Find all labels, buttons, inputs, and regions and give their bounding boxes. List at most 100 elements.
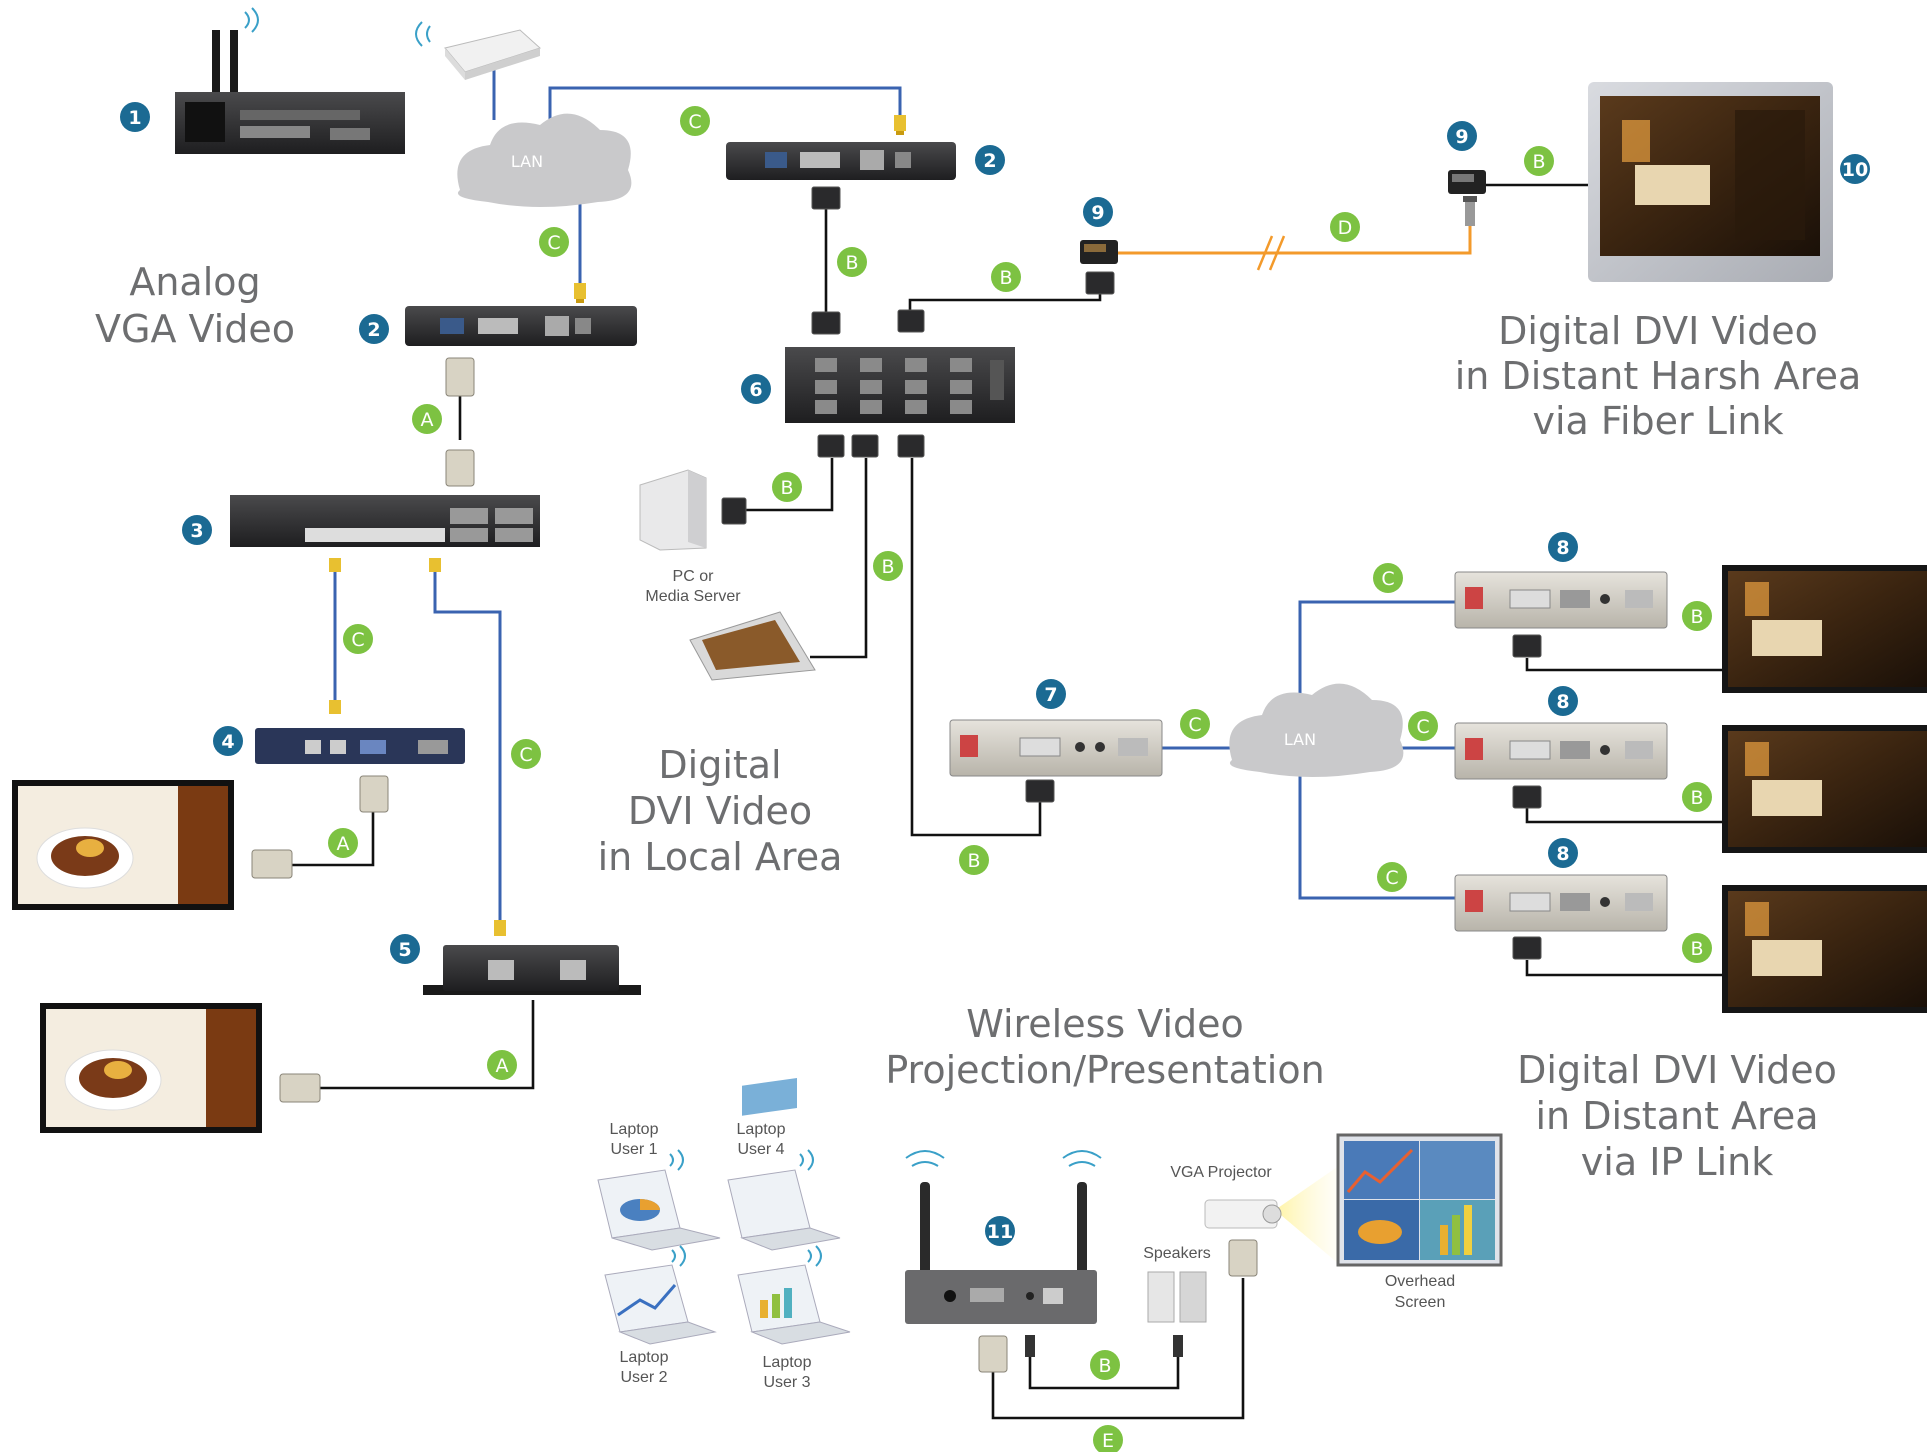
cable-type-badge: C [511, 739, 541, 769]
dvi-extender-unit [405, 306, 637, 346]
title-line: Analog [129, 260, 260, 304]
cable-type-badge-label: C [1381, 568, 1394, 590]
menu-display [40, 1003, 262, 1133]
device-number-badge: 3 [182, 515, 212, 545]
cable-type-badge: C [539, 227, 569, 257]
cable-type-badge: B [959, 845, 989, 875]
device-number-badge-label: 6 [749, 379, 762, 401]
caption-laptop-2: Laptop [620, 1349, 669, 1366]
cable-type-badge: E [1093, 1425, 1123, 1452]
device-number-badge-label: 8 [1556, 843, 1569, 865]
audio-jack [1025, 1335, 1035, 1357]
rugged-display [1588, 82, 1833, 282]
title-wireless: Wireless Video Projection/Presentation [885, 1002, 1324, 1092]
cable-type-badge: C [1377, 862, 1407, 892]
cable-type-badge: C [680, 106, 710, 136]
device-number-badge-label: 7 [1044, 684, 1057, 706]
title-line: Wireless Video [966, 1002, 1244, 1046]
lan-cable [548, 86, 902, 120]
distance-break [1256, 235, 1286, 271]
title-line: Digital [658, 743, 781, 787]
dvi-cable [910, 458, 1042, 837]
laptop-user-2 [604, 1245, 717, 1345]
cable-type-badge-label: B [1532, 151, 1545, 173]
caption-projector: VGA Projector [1170, 1164, 1272, 1181]
cable-type-badge: A [328, 828, 358, 858]
wireless-presentation-gateway [905, 1150, 1102, 1324]
wireless-hub-device [175, 7, 405, 154]
network-receiver [423, 945, 641, 995]
pc-media-server [639, 469, 707, 551]
vga-cable [991, 1278, 1245, 1420]
rj45-plug [894, 115, 906, 135]
vga-connector [978, 1335, 1008, 1373]
kvm-switch [230, 495, 540, 547]
cable-type-badge-label: C [1385, 867, 1398, 889]
menu-display [12, 780, 234, 910]
caption-laptop-1: User 1 [610, 1141, 657, 1158]
cable-type-badge-label: C [351, 629, 364, 651]
device-number-badge-label: 1 [128, 107, 141, 129]
title-analog-vga: Analog VGA Video [95, 260, 295, 351]
device-number-badge: 8 [1548, 686, 1578, 716]
ip-receiver [1454, 874, 1668, 932]
cable-type-badge-label: B [967, 850, 980, 872]
fiber-connector [1463, 196, 1477, 226]
device-number-badge-label: 9 [1455, 126, 1468, 148]
device-number-badge: 8 [1548, 838, 1578, 868]
title-line: in Distant Area [1535, 1094, 1818, 1138]
cable-type-badge: C [1373, 563, 1403, 593]
rj45-plug [574, 283, 586, 303]
cable-type-badge: B [873, 551, 903, 581]
cable-type-badge-label: B [1690, 606, 1703, 628]
caption-speakers: Speakers [1143, 1245, 1211, 1262]
dvi-cable [1525, 658, 1725, 672]
dvi-connector [1025, 779, 1055, 803]
dvi-connector [817, 434, 845, 458]
caption-laptop-3: Laptop [763, 1354, 812, 1371]
audio-cable [1028, 1355, 1180, 1390]
cable-type-badge-label: D [1338, 217, 1353, 239]
vga-connector [251, 849, 293, 879]
cable-type-badge-label: B [1690, 938, 1703, 960]
title-line: in Distant Harsh Area [1455, 354, 1861, 398]
hotel-display [1722, 565, 1927, 693]
vga-connector [445, 449, 475, 487]
lan-cloud: LAN [1229, 683, 1404, 777]
cable-type-badge-label: C [547, 232, 560, 254]
dvi-connector [811, 186, 841, 210]
dvi-extender-unit [726, 142, 956, 180]
laptop-user-1 [597, 1149, 721, 1251]
device-number-badge-label: 2 [983, 150, 996, 172]
wireless-access-point [415, 21, 541, 80]
dvi-connector [1512, 936, 1542, 960]
caption-laptop-3: User 3 [763, 1374, 810, 1391]
laptop-user-3 [737, 1245, 851, 1345]
caption-screen: Overhead [1385, 1273, 1455, 1290]
title-line: Projection/Presentation [885, 1048, 1324, 1092]
device-number-badge: 9 [1083, 197, 1113, 227]
title-line: Digital DVI Video [1498, 309, 1818, 353]
dvi-cable [1525, 808, 1725, 824]
dvi-connector [1512, 634, 1542, 658]
rj45-plug [429, 558, 441, 572]
title-digital-fiber: Digital DVI Video in Distant Harsh Area … [1455, 309, 1861, 443]
overhead-screen [1336, 1133, 1503, 1267]
cable-type-badge-label: C [519, 744, 532, 766]
cable-type-badge: C [1180, 709, 1210, 739]
device-number-badge-label: 9 [1091, 202, 1104, 224]
dvi-connector [851, 434, 879, 458]
vga-connector [445, 357, 475, 397]
cable-type-badge: A [487, 1050, 517, 1080]
dvi-cable [810, 458, 868, 659]
connectors [251, 115, 1542, 1373]
device-number-badge: 5 [390, 934, 420, 964]
title-line: via Fiber Link [1532, 399, 1783, 443]
cable-type-badge-label: B [1690, 787, 1703, 809]
ip-transmitter [949, 719, 1163, 777]
caption-laptop-4: Laptop [737, 1121, 786, 1138]
cable-type-badge-label: A [496, 1055, 509, 1077]
rj45-plug [494, 920, 506, 936]
